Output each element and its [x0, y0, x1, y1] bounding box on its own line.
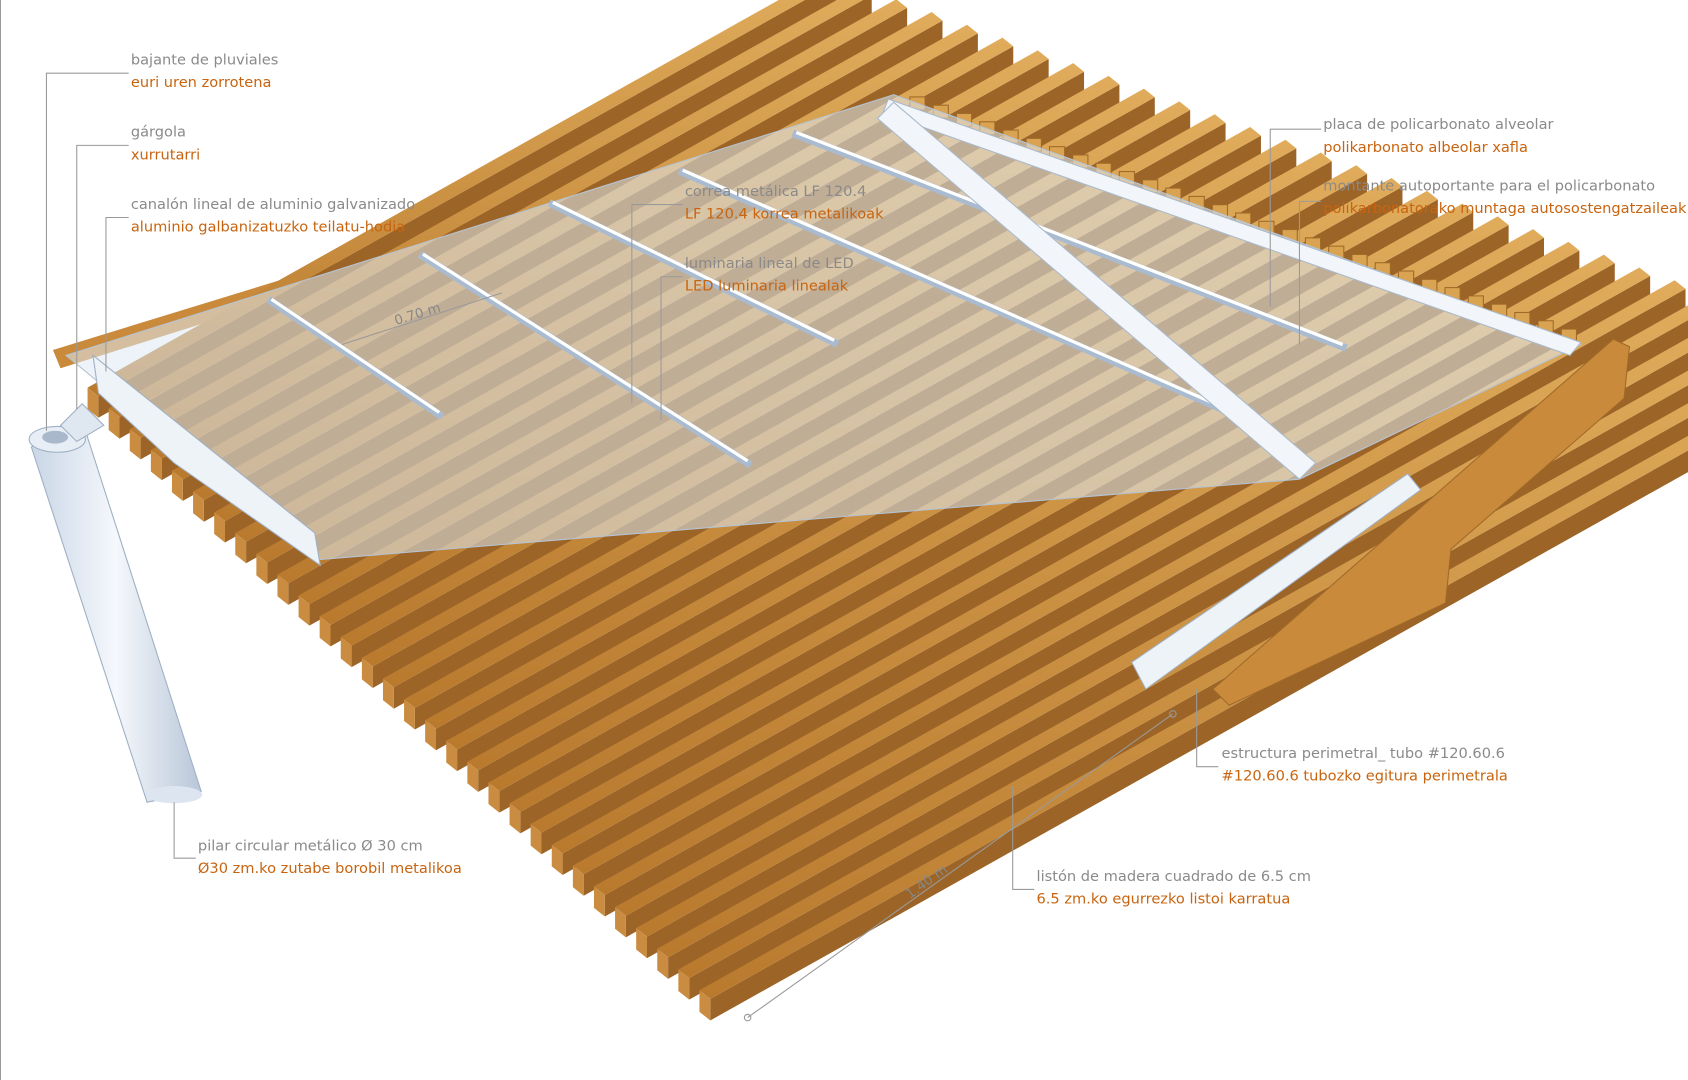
wood-slat-end [636, 927, 647, 959]
label-mullion-es: montante autoportante para el policarbon… [1323, 178, 1655, 195]
label-slat-es: listón de madera cuadrado de 6.5 cm [1037, 868, 1311, 885]
label-perimeter-eu: #120.60.6 tubozko egitura perimetrala [1222, 768, 1508, 785]
wood-slat-end [256, 553, 268, 585]
wood-slat-side [604, 288, 1686, 917]
label-pillar-eu: Ø30 zm.ko zutabe borobil metalikoa [198, 860, 462, 877]
wood-slat-end [530, 824, 542, 855]
wood-slat-end [593, 886, 605, 917]
wood-slat-end [171, 470, 183, 501]
perimeter-tube [1131, 473, 1422, 690]
wood-slat-end [425, 720, 436, 751]
label-pillar-es: pilar circular metálico Ø 30 cm [198, 838, 423, 855]
leader-lines [45, 72, 1322, 890]
label-downpipe-es: bajante de pluviales [131, 52, 279, 69]
dimension-line-purlin [341, 292, 503, 346]
wood-slat-end [108, 408, 120, 439]
metal-pillar [28, 403, 203, 804]
dimension-line-slat [747, 713, 1174, 1018]
wood-slat-end [319, 616, 331, 647]
right-frame-rail [882, 98, 1582, 356]
wood-slat-end [657, 948, 669, 979]
wood-slat-end [615, 907, 626, 938]
wood-slat-end [129, 429, 141, 460]
wood-slat-end [87, 387, 99, 418]
wood-slat-end [446, 740, 458, 772]
perimeter-wood-beam [1212, 338, 1631, 706]
label-purlin-eu: LF 120.4 korrea metalikoak [685, 206, 884, 223]
wood-slat-end [699, 990, 711, 1021]
label-gutter-eu: aluminio galbanizatuzko teilatu-hodia [131, 219, 405, 236]
wood-slat-end [404, 699, 415, 730]
wood-slat-end [150, 449, 162, 481]
wood-slat [636, 338, 1688, 937]
label-gargoyle-es: gárgola [131, 124, 186, 141]
label-purlin-es: correa metálica LF 120.4 [685, 183, 867, 200]
wood-slat-end [235, 533, 247, 564]
gutter-channel [92, 354, 321, 567]
label-downpipe-eu: euri uren zorrotena [131, 74, 272, 91]
wood-slat-end [678, 969, 690, 1000]
metal-purlins [266, 129, 1348, 469]
wood-slat-end [572, 865, 584, 896]
wood-slat-end [298, 595, 310, 626]
label-mullion-eu: polikarbonatorako muntaga autosostengatz… [1323, 200, 1687, 217]
wood-slat-end [361, 657, 373, 688]
label-gargoyle-eu: xurrutarri [131, 146, 200, 163]
wood-slat-end [193, 491, 204, 522]
wood-slat-end [382, 678, 394, 709]
wood-slat-side [625, 320, 1688, 938]
wood-slat-end [340, 637, 352, 668]
label-led-eu: LED luminaria linealak [685, 278, 849, 295]
wood-slat [593, 280, 1686, 896]
wood-slat [615, 305, 1688, 916]
label-polycarbonate-eu: polikarbonato albeolar xafla [1323, 139, 1528, 156]
wood-slat-end [551, 844, 563, 875]
label-led-es: luminaria lineal de LED [685, 255, 854, 272]
label-polycarbonate-es: placa de policarbonato alveolar [1323, 116, 1553, 133]
wood-slat-end [488, 782, 500, 813]
label-perimeter-es: estructura perimetral_ tubo #120.60.6 [1222, 745, 1505, 762]
label-gutter-es: canalón lineal de aluminio galvanizado [131, 196, 415, 213]
wood-slat-end [509, 803, 521, 834]
label-slat-eu: 6.5 zm.ko egurrezko listoi karratua [1037, 890, 1291, 907]
wood-slat-end [467, 761, 479, 792]
front-frame-rail [876, 101, 1317, 480]
wood-slat-end [277, 574, 289, 605]
wood-slat-end [214, 512, 225, 543]
metal-purlins-highlight [270, 130, 1344, 463]
